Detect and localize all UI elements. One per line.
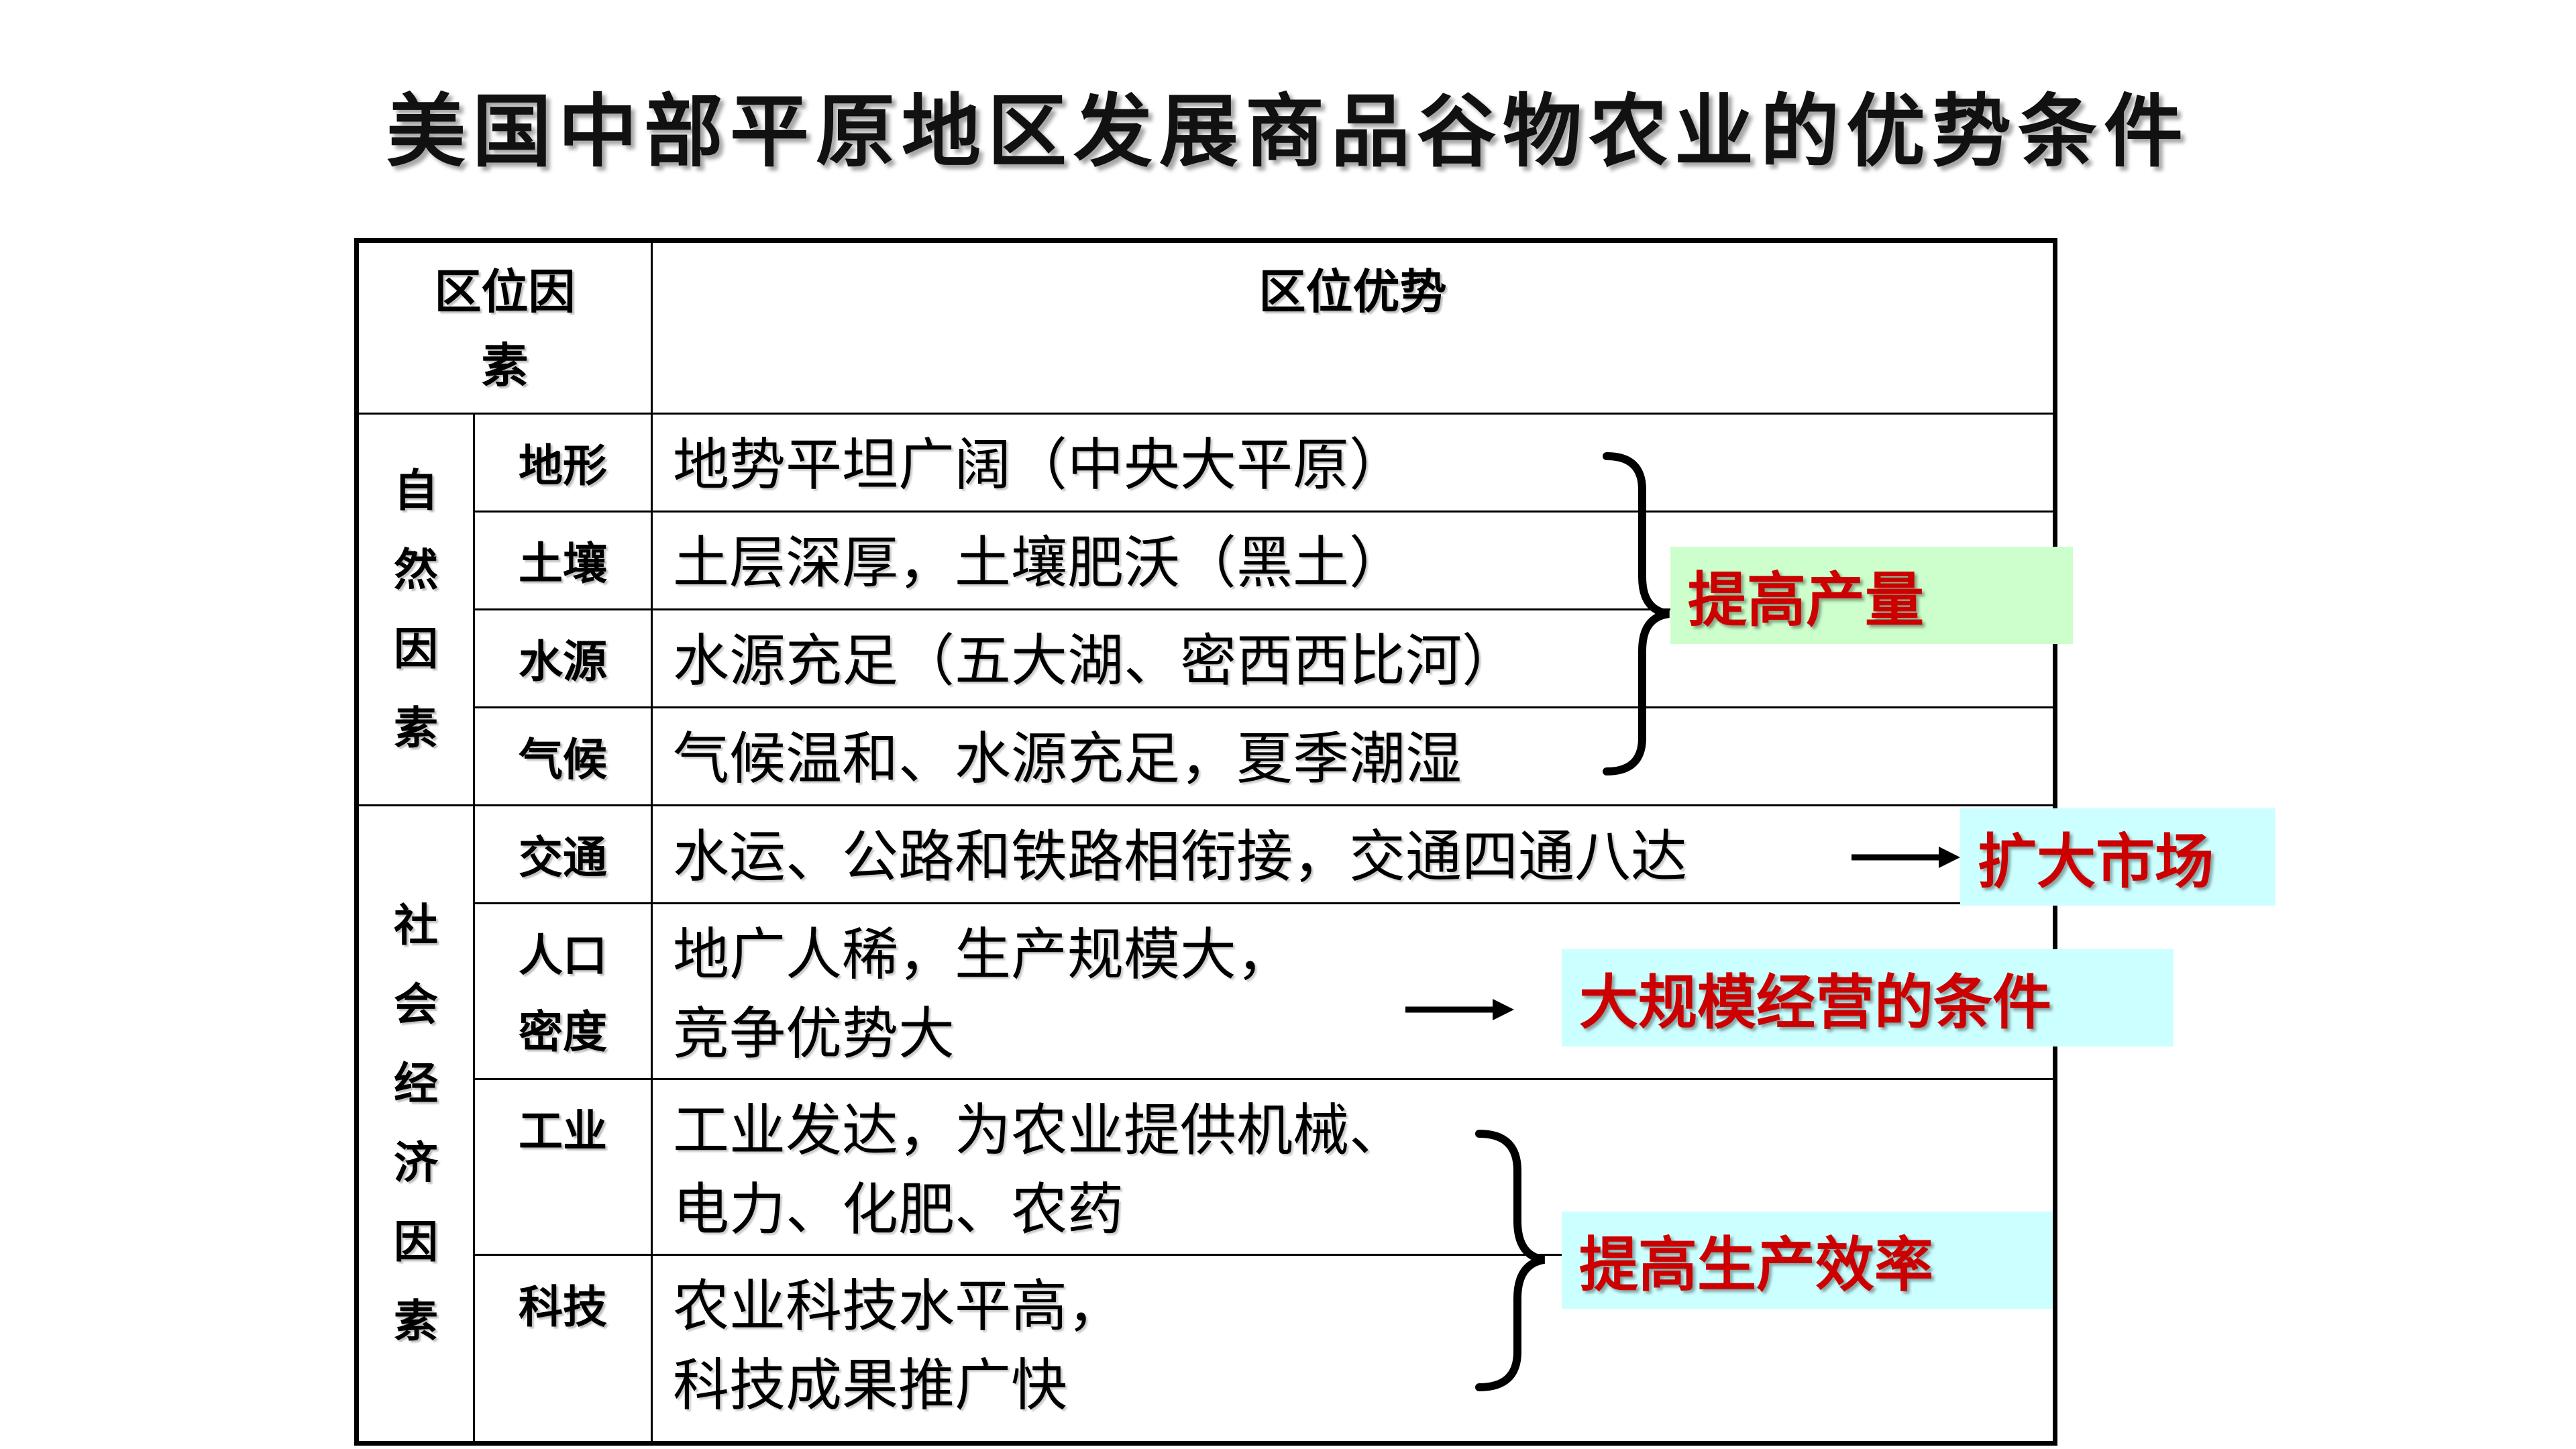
group-natural-factors: 自 然 因 素 [356,413,475,806]
page-title: 美国中部平原地区发展商品谷物农业的优势条件 [386,85,2190,178]
group-char: 素 [394,1295,438,1347]
callout-expand-market: 扩大市场 [1960,808,2275,906]
factor-water: 水源 [473,608,653,708]
group-char: 素 [394,702,438,754]
factor-population-density: 人口 密度 [473,902,653,1080]
group-char: 因 [394,623,438,675]
header-advantage: 区位优势 [651,239,2056,415]
group-char: 济 [394,1137,438,1189]
advantage-line: 地广人稀，生产规模大， [673,922,1293,987]
factor-climate: 气候 [473,706,653,806]
factor-terrain: 地形 [473,413,653,513]
header-factor-line1: 区位因 [434,264,576,319]
group-char: 因 [394,1216,438,1268]
advantage-climate: 气候温和、水源充足，夏季潮湿 [651,706,2056,806]
group-char: 自 [394,464,438,517]
callout-efficiency: 提高生产效率 [1562,1212,2053,1309]
factor-soil: 土壤 [473,511,653,610]
callout-large-scale: 大规模经营的条件 [1562,949,2174,1046]
callout-increase-yield: 提高产量 [1670,547,2073,644]
header-factor: 区位因 素 [356,239,653,415]
group-char: 社 [394,900,438,951]
advantage-line: 工业发达，为农业提供机械、 [673,1097,1406,1163]
group-char: 然 [394,543,438,596]
advantage-line: 电力、化肥、农药 [673,1177,1124,1242]
factor-transport: 交通 [473,804,653,904]
advantage-line: 科技成果推广快 [673,1352,1068,1418]
advantage-line: 农业科技水平高， [673,1273,1124,1339]
advantage-water: 水源充足（五大湖、密西西比河） [651,608,2056,708]
advantage-terrain: 地势平坦广阔（中央大平原） [651,413,2056,513]
group-socioeconomic-factors: 社 会 经 济 因 素 [356,804,475,1444]
advantage-transport: 水运、公路和铁路相衔接，交通四通八达 [651,804,2056,904]
location-factors-table: 区位因 素 区位优势 自 然 因 素 地形 地势平坦广阔（中央大平原） 土壤 土… [354,238,2057,1446]
group-char: 经 [394,1058,438,1110]
factor-line: 密度 [519,1006,607,1058]
header-factor-line2: 素 [481,338,529,393]
factor-line: 人口 [519,930,607,981]
group-char: 会 [394,979,438,1030]
factor-industry: 工业 [473,1078,653,1256]
advantage-line: 竞争优势大 [673,1001,955,1067]
factor-technology: 科技 [473,1254,653,1444]
